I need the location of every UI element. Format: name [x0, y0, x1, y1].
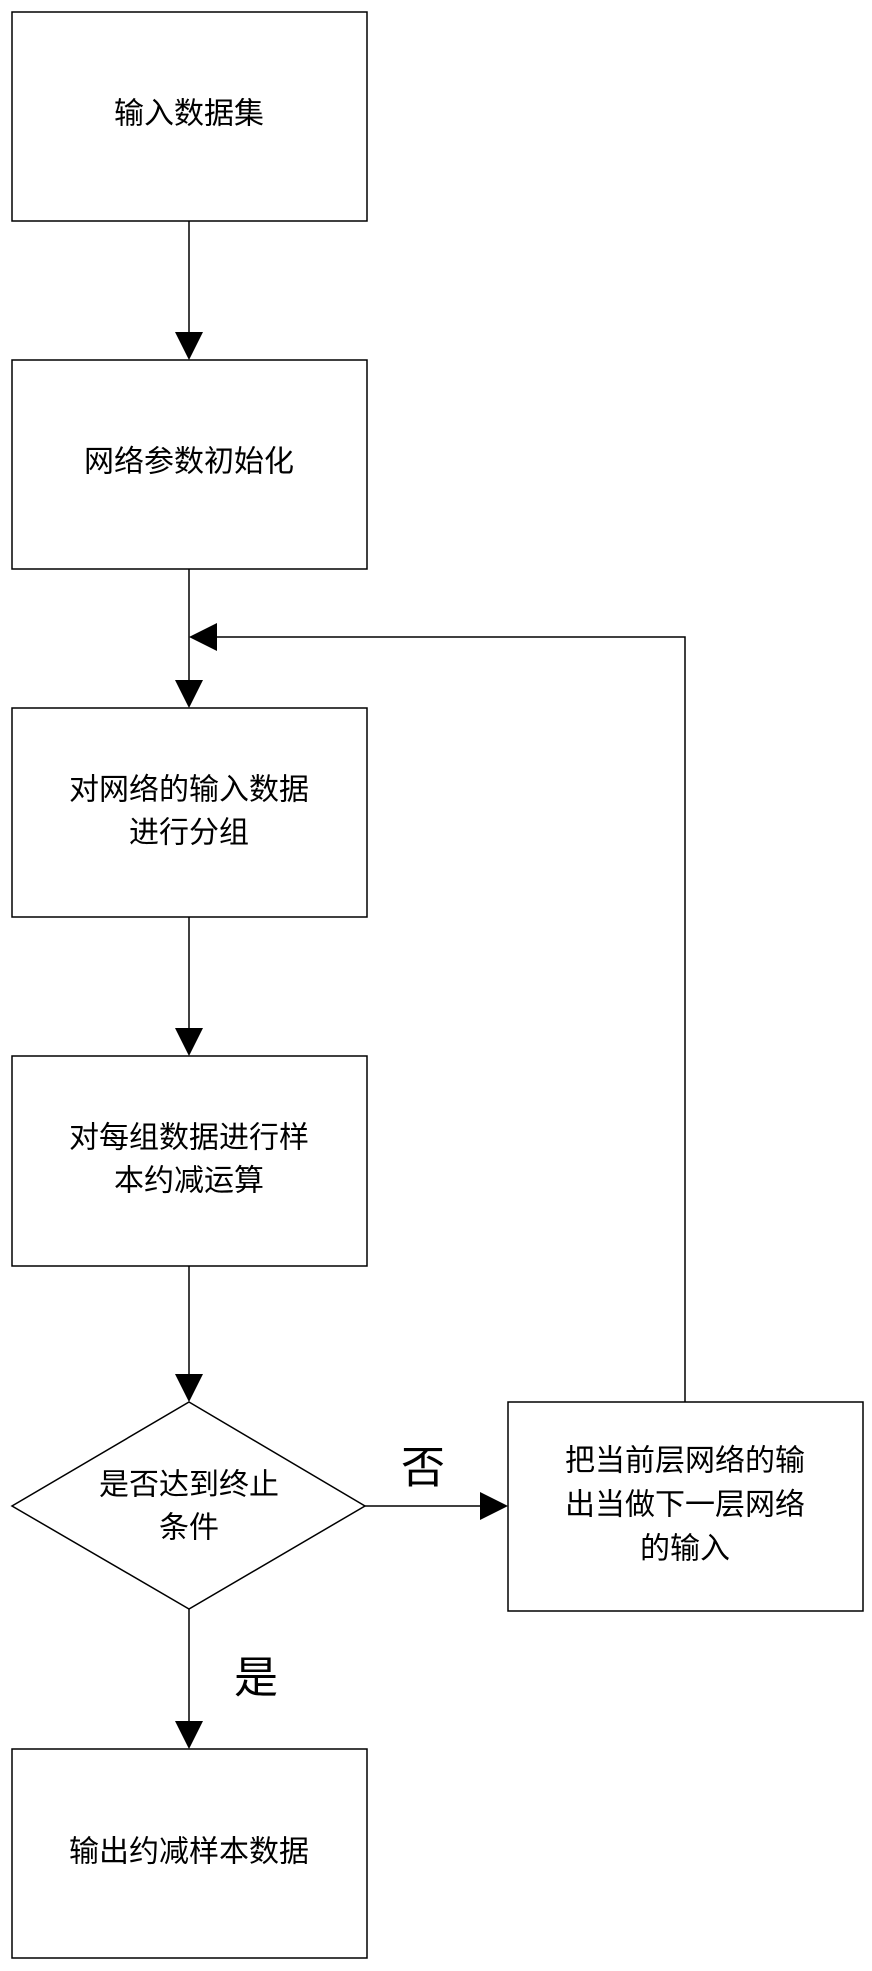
node-text: 出当做下一层网络: [565, 1488, 805, 1523]
node-text: 输出约减样本数据: [69, 1835, 309, 1870]
node-text: 条件: [159, 1511, 219, 1546]
arrowhead: [175, 1721, 203, 1749]
node-text: 把当前层网络的输: [565, 1444, 805, 1479]
arrowhead: [189, 623, 217, 651]
node-text: 的输入: [640, 1532, 730, 1567]
arrowhead: [175, 680, 203, 708]
node-check-termination: [10, 1401, 367, 1610]
node-text: 是否达到终止: [99, 1468, 279, 1503]
node-init-params: [11, 359, 368, 570]
node-text: 本约减运算: [114, 1164, 264, 1199]
node-reduce-groups: [11, 1055, 368, 1267]
node-input-dataset: [11, 11, 368, 222]
node-text: 输入数据集: [114, 97, 264, 132]
node-output-reduced: [11, 1748, 368, 1959]
node-text: 进行分组: [129, 816, 249, 851]
edge-loop-back: [217, 636, 686, 1402]
arrowhead: [175, 332, 203, 360]
arrowhead: [480, 1492, 508, 1520]
node-text: 对网络的输入数据: [69, 773, 309, 808]
node-text: 网络参数初始化: [84, 445, 294, 480]
arrowhead: [175, 1374, 203, 1402]
node-text: 对每组数据进行样: [69, 1121, 309, 1156]
edge-label-yes: 是: [234, 1653, 278, 1704]
arrowhead: [175, 1028, 203, 1056]
edge-label-no: 否: [401, 1443, 445, 1494]
node-group-input: [11, 707, 368, 918]
